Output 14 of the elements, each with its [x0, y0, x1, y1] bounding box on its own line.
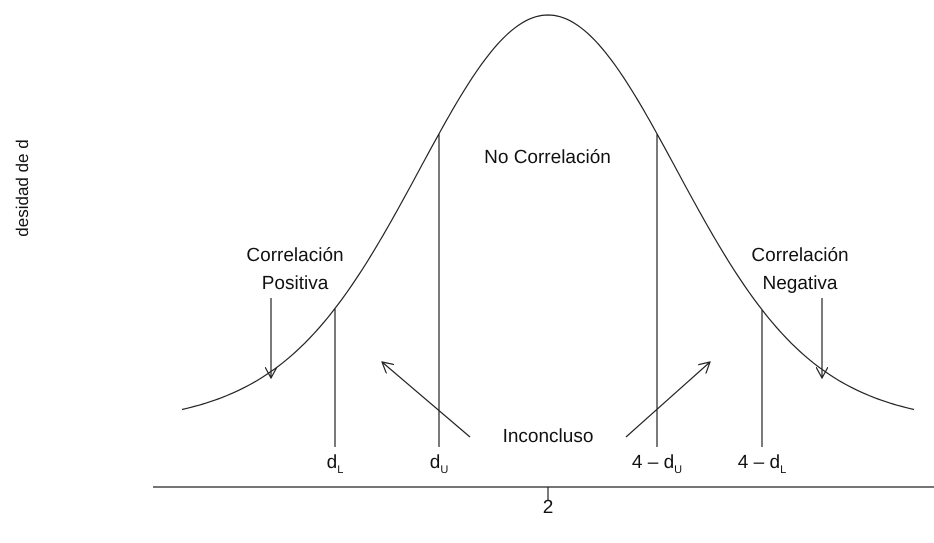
region-label: Inconcluso	[470, 423, 626, 451]
tick-label: 4 – d$_{L}$	[738, 452, 786, 476]
arrow	[381, 361, 470, 438]
arrow	[815, 298, 829, 379]
arrow	[264, 298, 278, 379]
arrow	[626, 361, 711, 438]
region-label: Correlación Positiva	[225, 242, 365, 298]
tick-label: d$_{L}$	[326, 452, 344, 476]
region-label: No Correlación	[440, 144, 655, 172]
tick-label: 2	[542, 497, 554, 519]
region-label: Correlación Negativa	[730, 242, 870, 298]
tick-label: d$_{U}$	[430, 452, 448, 476]
axis-label: desidad de d	[13, 139, 33, 237]
tick-label: 4 – d$_{U}$	[632, 452, 682, 476]
